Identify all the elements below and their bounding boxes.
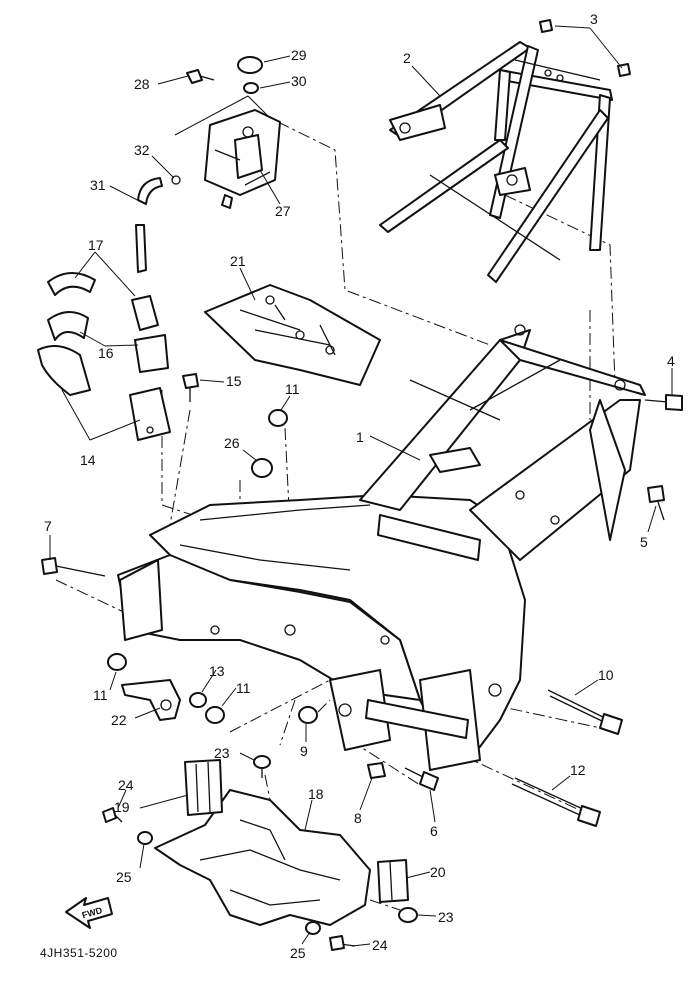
callout-14: 14 [80,452,96,468]
callout-28: 28 [134,76,150,92]
callout-2: 2 [403,50,411,66]
assembly-lines [55,121,643,911]
grommet-30 [243,82,259,94]
callout-6: 6 [430,823,438,839]
screw-24-lower [329,935,356,951]
nut-8 [367,762,386,779]
screw-24-left [102,807,123,823]
bolt-12 [511,777,601,827]
callout-19: 19 [114,799,130,815]
callout-32: 32 [134,142,150,158]
callout-4: 4 [667,353,675,369]
bolt-3-set [539,19,631,77]
grommet-26 [251,458,273,478]
callout-27: 27 [275,203,291,219]
breather-hose-31 [135,177,163,273]
damper-19 [184,759,223,816]
callout-10: 10 [598,667,614,683]
callout-18: 18 [308,786,324,802]
callout-11-right: 11 [236,680,251,696]
callout-9: 9 [300,743,308,759]
bolt-4 [644,394,683,411]
callout-labels: 3 2 28 29 30 32 31 27 17 21 16 15 14 11 … [44,11,675,961]
callout-11-top: 11 [285,381,300,397]
callout-3: 3 [590,11,598,27]
callout-13: 13 [209,663,225,679]
callout-17: 17 [88,237,104,253]
bolt-28 [186,69,215,84]
callout-23-lower: 23 [438,909,454,925]
clip-32 [171,175,181,185]
nut-25-lower [305,921,321,935]
cap-29 [237,56,263,74]
rear-subframe [379,41,613,283]
front-arrow: FWD [65,897,113,929]
washer-13 [189,692,207,708]
callout-5: 5 [640,534,648,550]
main-frame [117,324,646,771]
screw-23-upper [253,755,271,778]
tray-21 [204,284,381,386]
callout-24-lower: 24 [372,937,388,953]
leader-lines [49,25,673,947]
callout-7: 7 [44,518,52,534]
callout-30: 30 [291,73,307,89]
lower-cover-18 [154,789,371,926]
bracket-14 [37,345,171,441]
drawing-code: 4JH351-5200 [40,946,118,960]
callout-23-upper: 23 [214,745,230,761]
callout-8: 8 [354,810,362,826]
collar-9 [298,706,318,724]
callout-31: 31 [90,177,106,193]
callout-20: 20 [430,864,446,880]
callout-1: 1 [356,429,364,445]
bolt-6 [404,767,439,791]
bracket-17 [47,272,159,331]
damper-20 [377,859,409,903]
bolt-7 [41,557,106,577]
callout-26: 26 [224,435,240,451]
bolt-15 [182,373,199,402]
nut-25-left [137,831,153,845]
callout-15: 15 [226,373,242,389]
callout-11-left: 11 [93,687,108,703]
callout-25-left: 25 [116,869,132,885]
grommet-11-left [107,653,127,671]
grommet-11-right [205,706,225,724]
battery-box [204,109,281,209]
callout-21: 21 [230,253,246,269]
bolt-5 [647,485,665,521]
callout-12: 12 [570,762,586,778]
callout-24-left: 24 [118,777,134,793]
callout-16: 16 [98,345,114,361]
bracket-22 [121,679,181,721]
bolt-10 [547,689,623,735]
callout-25-lower: 25 [290,945,306,961]
bracket-16 [47,311,169,373]
callout-22: 22 [111,712,127,728]
screw-23-lower [398,907,418,923]
callout-29: 29 [291,47,307,63]
grommet-11-top [268,409,288,427]
